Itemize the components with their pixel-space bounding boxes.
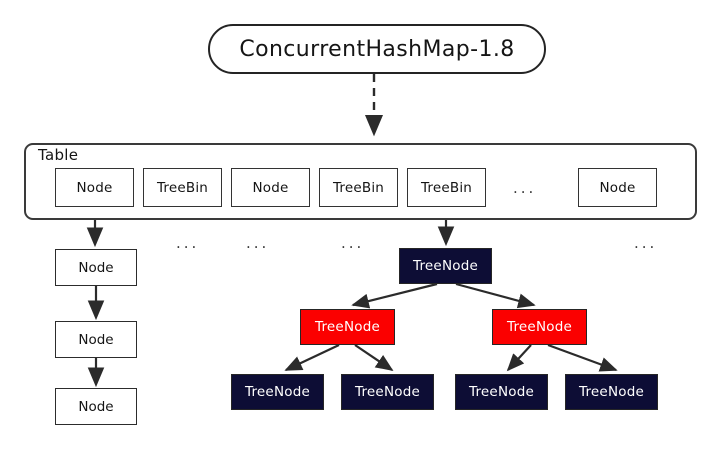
tree-leaf-node-0[interactable]: TreeNode	[231, 374, 324, 410]
chain-node-2[interactable]: Node	[55, 388, 137, 425]
tree-red-node-1[interactable]: TreeNode	[492, 309, 587, 345]
table-cell-4[interactable]: TreeBin	[407, 168, 486, 207]
tree-leaf-node-3[interactable]: TreeNode	[565, 374, 658, 410]
tree-leaf-node-2[interactable]: TreeNode	[455, 374, 548, 410]
chain-node-1[interactable]: Node	[55, 321, 137, 358]
table-label: Table	[38, 146, 79, 164]
arrow-right-red-to-leaf4	[547, 343, 618, 372]
tree-root-node[interactable]: TreeNode	[399, 248, 492, 284]
row-ellipsis-1: ...	[246, 234, 270, 252]
tree-leaf-node-1[interactable]: TreeNode	[341, 374, 434, 410]
tree-red-node-0[interactable]: TreeNode	[300, 309, 395, 345]
arrow-left-red-to-leaf1	[284, 344, 340, 371]
diagram-title-pill: ConcurrentHashMap-1.8	[208, 24, 546, 74]
row-ellipsis-0: ...	[176, 234, 200, 252]
table-cell-5[interactable]: Node	[578, 168, 657, 207]
chain-node-0[interactable]: Node	[55, 249, 137, 286]
table-cell-0[interactable]: Node	[55, 168, 134, 207]
row-ellipsis-2: ...	[341, 234, 365, 252]
arrow-left-red-to-leaf2	[354, 344, 394, 371]
page-title: ConcurrentHashMap-1.8	[239, 36, 515, 62]
arrow-root-to-left-red	[351, 282, 438, 309]
table-ellipsis-0: ...	[513, 179, 537, 197]
row-ellipsis-3: ...	[634, 234, 658, 252]
arrow-root-to-right-red	[455, 282, 536, 309]
arrow-right-red-to-leaf3	[506, 344, 532, 372]
table-cell-1[interactable]: TreeBin	[143, 168, 222, 207]
table-cell-3[interactable]: TreeBin	[319, 168, 398, 207]
table-cell-2[interactable]: Node	[231, 168, 310, 207]
